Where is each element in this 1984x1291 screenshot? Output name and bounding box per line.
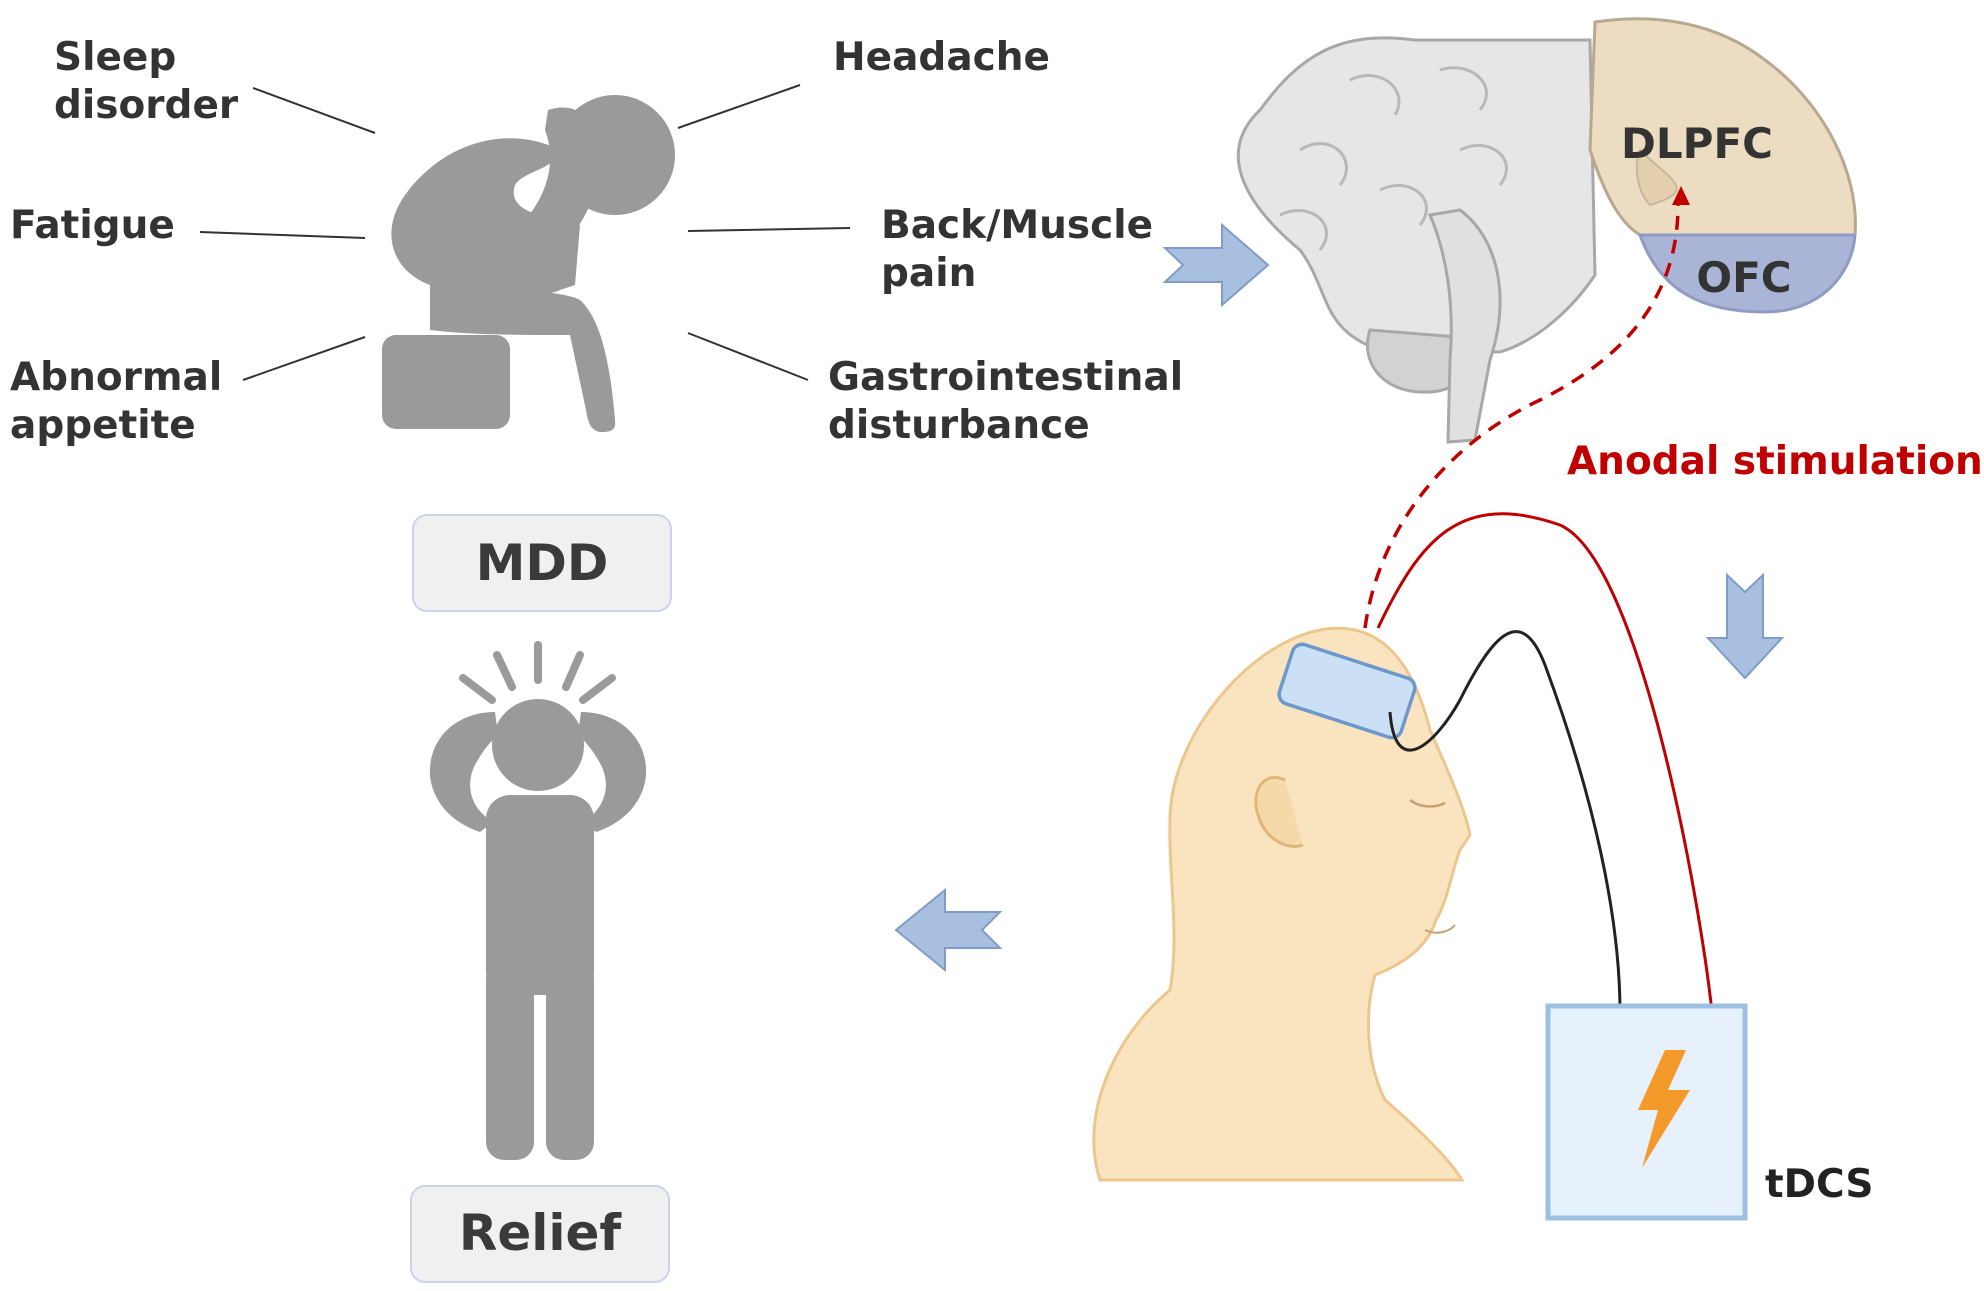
brain-illustration <box>1236 17 1857 444</box>
anodal-stimulation-label: Anodal stimulation <box>1567 439 1983 484</box>
tdcs-label: tDCS <box>1765 1162 1873 1207</box>
relief-label: Relief <box>459 1204 623 1262</box>
arrow-right-icon <box>1162 222 1270 308</box>
dlpfc-label: DLPFC <box>1621 119 1773 168</box>
red-wire <box>1376 512 1714 1013</box>
black-wire <box>1388 630 1622 1013</box>
symptom-headache: Headache <box>833 35 1050 80</box>
symptom-back-muscle-pain: Back/Muscle pain <box>881 203 1167 296</box>
arrow-left-icon <box>894 887 1003 973</box>
symptom-connector-lines <box>199 84 851 381</box>
head-illustration <box>1092 626 1472 1182</box>
lightning-bolt-icon <box>1638 1050 1690 1168</box>
arrow-down-icon <box>1705 572 1785 680</box>
stimulation-arrowhead-icon <box>1672 186 1690 205</box>
stress-line-icon <box>562 651 584 691</box>
symptom-abnormal-appetite: Abnormal appetite <box>10 355 236 448</box>
relief-label-box: Relief <box>410 1185 670 1283</box>
depressed-person-icon <box>382 95 675 432</box>
stress-line-icon <box>459 674 496 704</box>
anodal-stimulation-path <box>1363 199 1680 629</box>
ofc-label: OFC <box>1696 253 1791 302</box>
mdd-label-box: MDD <box>412 514 672 612</box>
stress-line-icon <box>493 651 516 691</box>
symptom-sleep-disorder: Sleep disorder <box>54 35 239 128</box>
symptom-gastrointestinal-disturbance: Gastrointestinal disturbance <box>828 355 1197 448</box>
stress-line-icon <box>579 674 616 704</box>
symptom-fatigue: Fatigue <box>10 203 175 248</box>
mdd-label: MDD <box>476 534 609 592</box>
electrode-pad <box>1277 642 1417 740</box>
relieved-person-icon <box>429 641 647 1160</box>
tdcs-device <box>1545 1003 1748 1221</box>
